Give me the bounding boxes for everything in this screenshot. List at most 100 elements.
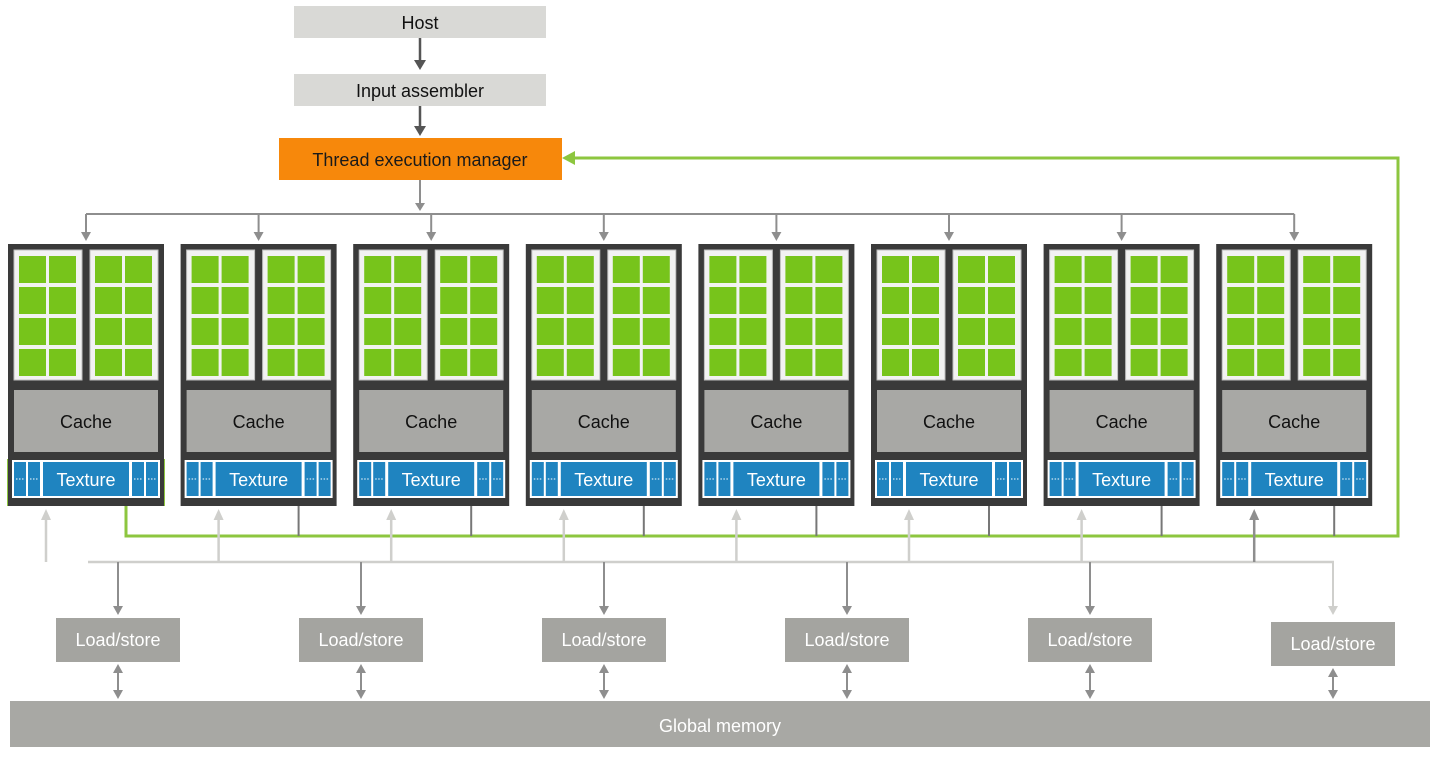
core bbox=[1227, 287, 1255, 314]
core bbox=[267, 287, 295, 314]
cache-box bbox=[704, 390, 849, 452]
memory-link-arrowhead-up bbox=[356, 664, 366, 673]
core bbox=[612, 287, 640, 314]
core bbox=[267, 318, 295, 345]
core bbox=[1227, 349, 1255, 376]
memory-link-arrowhead-up bbox=[113, 664, 123, 673]
cache-box bbox=[359, 390, 504, 452]
host-to-assembler-arrow bbox=[414, 38, 426, 70]
thread-execution-manager-label: Thread execution manager bbox=[312, 150, 527, 170]
core bbox=[958, 349, 985, 376]
core bbox=[1130, 287, 1158, 314]
texture-box bbox=[43, 462, 129, 496]
core bbox=[988, 349, 1015, 376]
texture-uplink-arrowhead bbox=[1076, 509, 1087, 520]
core bbox=[958, 318, 985, 345]
core bbox=[394, 349, 422, 376]
core bbox=[1257, 318, 1285, 345]
texture-label: Texture bbox=[402, 470, 461, 490]
core bbox=[785, 349, 813, 376]
core bbox=[19, 349, 46, 376]
manager-drop-arrowhead bbox=[415, 203, 425, 211]
memory-link-arrowhead-down bbox=[1328, 690, 1338, 699]
load-store-drop-arrowhead bbox=[113, 606, 123, 615]
core bbox=[612, 318, 640, 345]
core bbox=[125, 287, 152, 314]
cache-label: Cache bbox=[405, 412, 457, 432]
memory-link-arrowhead-down bbox=[1085, 690, 1095, 699]
core bbox=[221, 349, 249, 376]
core bbox=[1257, 287, 1285, 314]
core bbox=[221, 256, 249, 283]
distribution-arrowhead bbox=[944, 232, 954, 241]
core bbox=[364, 287, 392, 314]
core bbox=[95, 287, 122, 314]
memory-link-arrowhead-up bbox=[842, 664, 852, 673]
load-store-drop-arrowhead bbox=[599, 606, 609, 615]
texture-box bbox=[906, 462, 992, 496]
cache-label: Cache bbox=[1096, 412, 1148, 432]
texture-box bbox=[560, 462, 647, 496]
core bbox=[19, 318, 46, 345]
core bbox=[440, 349, 468, 376]
core bbox=[912, 256, 939, 283]
core bbox=[1054, 287, 1082, 314]
cache-label: Cache bbox=[60, 412, 112, 432]
core bbox=[815, 287, 843, 314]
core bbox=[470, 256, 498, 283]
global-memory-label: Global memory bbox=[659, 716, 781, 736]
core bbox=[988, 287, 1015, 314]
load-store-label: Load/store bbox=[804, 630, 889, 650]
core bbox=[1303, 287, 1331, 314]
memory-link-arrowhead-down bbox=[599, 690, 609, 699]
memory-link-arrowhead-up bbox=[1085, 664, 1095, 673]
cache-label: Cache bbox=[923, 412, 975, 432]
core bbox=[440, 318, 468, 345]
texture-label: Texture bbox=[229, 470, 288, 490]
core bbox=[1333, 349, 1361, 376]
cache-box bbox=[1049, 390, 1194, 452]
core bbox=[1303, 349, 1331, 376]
core bbox=[19, 256, 46, 283]
core bbox=[191, 256, 219, 283]
core bbox=[49, 256, 76, 283]
cache-box bbox=[14, 390, 158, 452]
core bbox=[125, 349, 152, 376]
core bbox=[394, 318, 422, 345]
core bbox=[1227, 318, 1255, 345]
core bbox=[1160, 256, 1188, 283]
texture-label: Texture bbox=[919, 470, 978, 490]
core bbox=[470, 318, 498, 345]
core bbox=[882, 287, 909, 314]
core bbox=[125, 318, 152, 345]
core bbox=[1160, 318, 1188, 345]
core bbox=[912, 318, 939, 345]
core bbox=[1130, 256, 1158, 283]
texture-label: Texture bbox=[574, 470, 633, 490]
core bbox=[642, 256, 670, 283]
core bbox=[739, 256, 767, 283]
assembler-to-manager-arrow bbox=[414, 106, 426, 136]
core bbox=[739, 349, 767, 376]
core bbox=[785, 287, 813, 314]
core bbox=[267, 349, 295, 376]
core bbox=[95, 318, 122, 345]
core bbox=[394, 287, 422, 314]
core bbox=[882, 318, 909, 345]
core bbox=[912, 287, 939, 314]
texture-box bbox=[1078, 462, 1165, 496]
core bbox=[125, 256, 152, 283]
core bbox=[566, 349, 594, 376]
global-memory-box: Global memory bbox=[10, 701, 1430, 747]
load-store-drop-arrowhead bbox=[1328, 606, 1338, 615]
core bbox=[95, 256, 122, 283]
core bbox=[709, 349, 737, 376]
core bbox=[642, 349, 670, 376]
load-store-unit: Load/store bbox=[542, 618, 666, 699]
distribution-arrowhead bbox=[1289, 232, 1300, 241]
core bbox=[958, 256, 985, 283]
